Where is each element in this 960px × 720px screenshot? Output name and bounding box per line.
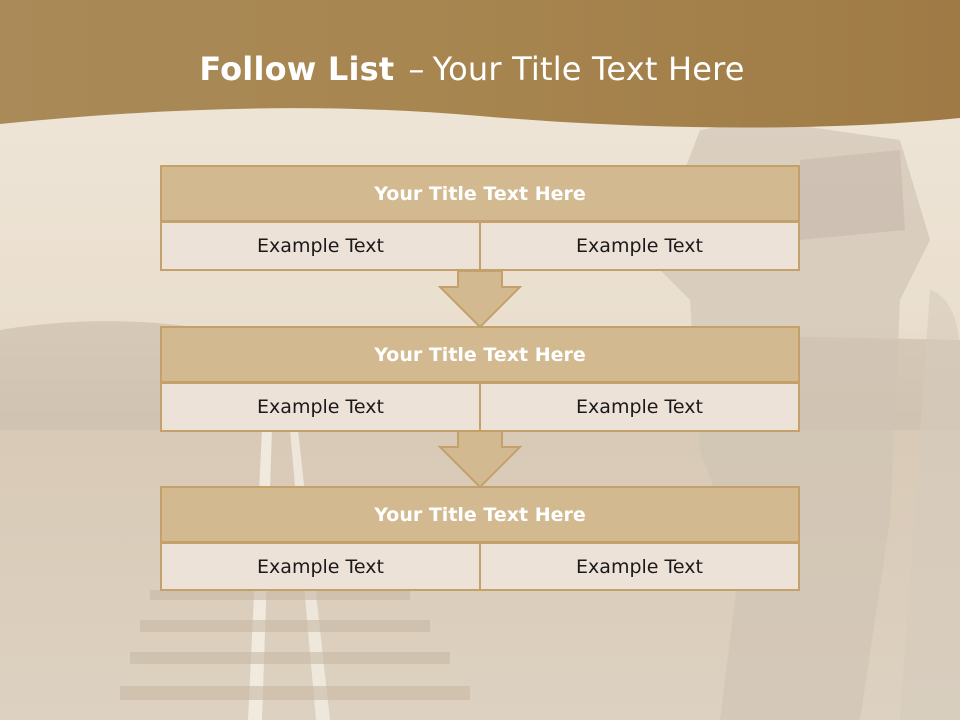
block-cell-right: Example Text [479, 221, 800, 271]
block-title: Your Title Text Here [160, 486, 800, 543]
block-cell-left: Example Text [160, 542, 481, 591]
slide-title: Follow List–Your Title Text Here [0, 50, 944, 88]
block-cell-left: Example Text [160, 382, 481, 432]
header-band [0, 0, 960, 128]
title-subtitle: Your Title Text Here [432, 50, 745, 88]
block-title: Your Title Text Here [160, 326, 800, 383]
block-cell-right: Example Text [479, 382, 800, 432]
block-row: Example Text Example Text [160, 542, 800, 591]
block-cell-right: Example Text [479, 542, 800, 591]
title-main: Follow List [199, 50, 395, 88]
title-separator: – [408, 50, 425, 88]
list-block-1: Your Title Text Here Example Text Exampl… [160, 165, 800, 271]
block-cell-left: Example Text [160, 221, 481, 271]
block-row: Example Text Example Text [160, 382, 800, 432]
down-arrow-icon [438, 431, 522, 489]
block-title: Your Title Text Here [160, 165, 800, 222]
list-block-3: Your Title Text Here Example Text Exampl… [160, 486, 800, 591]
down-arrow-icon [438, 271, 522, 329]
block-row: Example Text Example Text [160, 221, 800, 271]
list-block-2: Your Title Text Here Example Text Exampl… [160, 326, 800, 432]
